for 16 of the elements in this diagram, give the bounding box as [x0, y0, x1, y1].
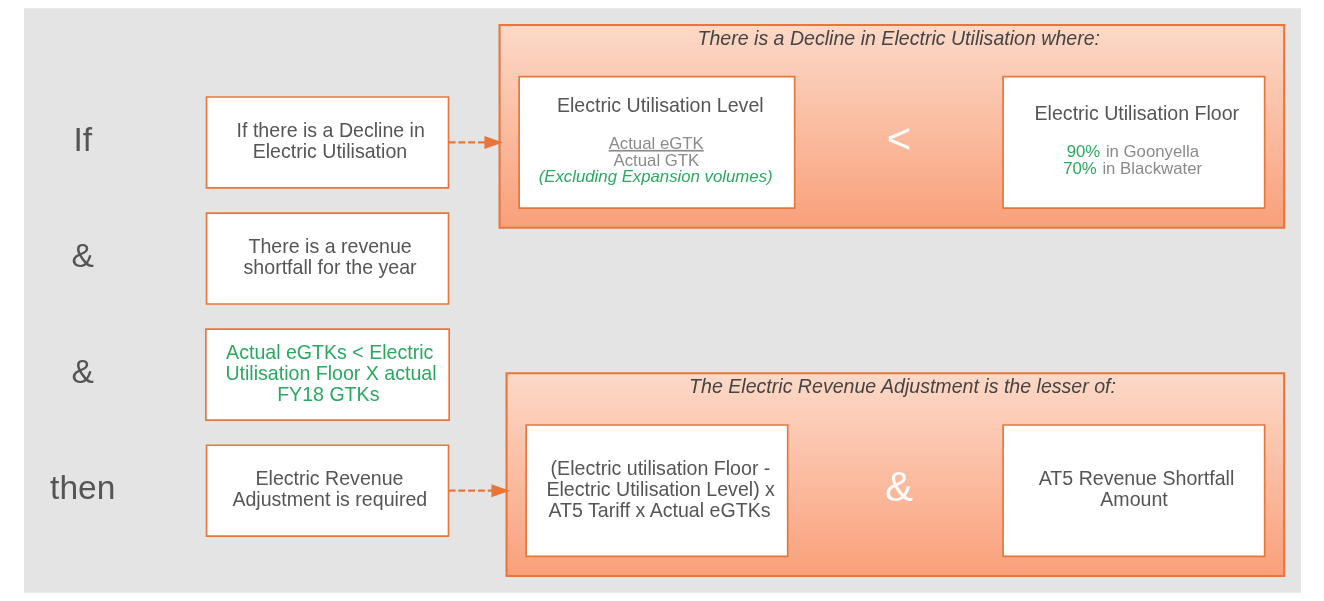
label: <	[886, 114, 911, 162]
node-box: If there is a Decline in Electric Utilisation	[205, 96, 449, 189]
node-box: Electric Utilisation Floor 90% in Goonyella 70% in Blackwater	[1001, 75, 1265, 210]
label: &	[71, 237, 94, 275]
node-box: Electric Utilisation Level Actual eGTK Actual GTK (Excluding Expansion volumes)	[517, 75, 795, 210]
node-box: There is a revenue shortfall for the year	[205, 212, 449, 305]
node-box: Electric Revenue Adjustment is required	[205, 444, 449, 537]
node-box: AT5 Revenue Shortfall Amount	[1001, 424, 1265, 558]
node-box: (Electric utilisation Floor - Electric Utilisation Level) x AT5 Tariff x Actual eGTKs	[524, 424, 788, 558]
arrow	[448, 484, 510, 498]
node-box: Actual eGTKs < Electric Utilisation Floor X actual FY18 GTKs	[204, 328, 450, 421]
label: &	[884, 463, 913, 511]
label: then	[49, 469, 115, 507]
label: &	[71, 353, 94, 391]
label: If	[72, 121, 92, 159]
arrow	[448, 135, 503, 149]
